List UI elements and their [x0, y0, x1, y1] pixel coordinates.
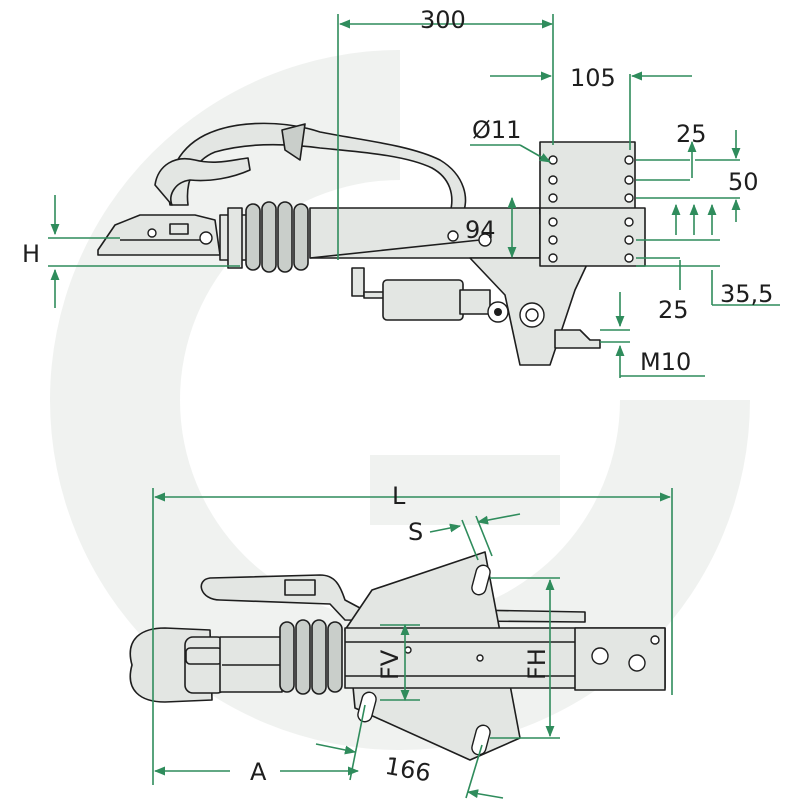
main-tube: [309, 207, 541, 259]
top-view: L S A 166 FV FH: [129, 482, 673, 799]
side-dimensions: [48, 14, 780, 378]
side-view: 300 105 Ø11 25 50 25 35,5 H M10 94: [22, 6, 780, 378]
bellows-top: [279, 619, 343, 695]
flange-holes: [548, 155, 634, 263]
coupling-head: [97, 214, 221, 256]
dim-center-94: 94: [465, 216, 496, 244]
dim-bolt-m10: M10: [640, 348, 691, 376]
dim-hole-diameter: Ø11: [472, 116, 521, 144]
dim-hole-spacing: 105: [570, 64, 616, 92]
shock-absorber: [351, 267, 509, 323]
dim-total-length: L: [392, 482, 406, 510]
dim-bottom-edge: 25: [658, 296, 689, 324]
dim-fv: FV: [376, 649, 404, 680]
dim-length-300: 300: [420, 6, 466, 34]
dim-fh: FH: [523, 648, 551, 680]
dim-a: A: [250, 758, 267, 786]
dim-vertical-50: 50: [728, 168, 759, 196]
bellows: [245, 201, 309, 273]
dim-offset: 35,5: [720, 280, 773, 308]
top-dimensions: [152, 488, 673, 799]
dim-height-h: H: [22, 240, 40, 268]
dim-slot: S: [408, 518, 423, 546]
dim-angle-offset: 166: [383, 752, 433, 788]
dim-top-edge: 25: [676, 120, 707, 148]
